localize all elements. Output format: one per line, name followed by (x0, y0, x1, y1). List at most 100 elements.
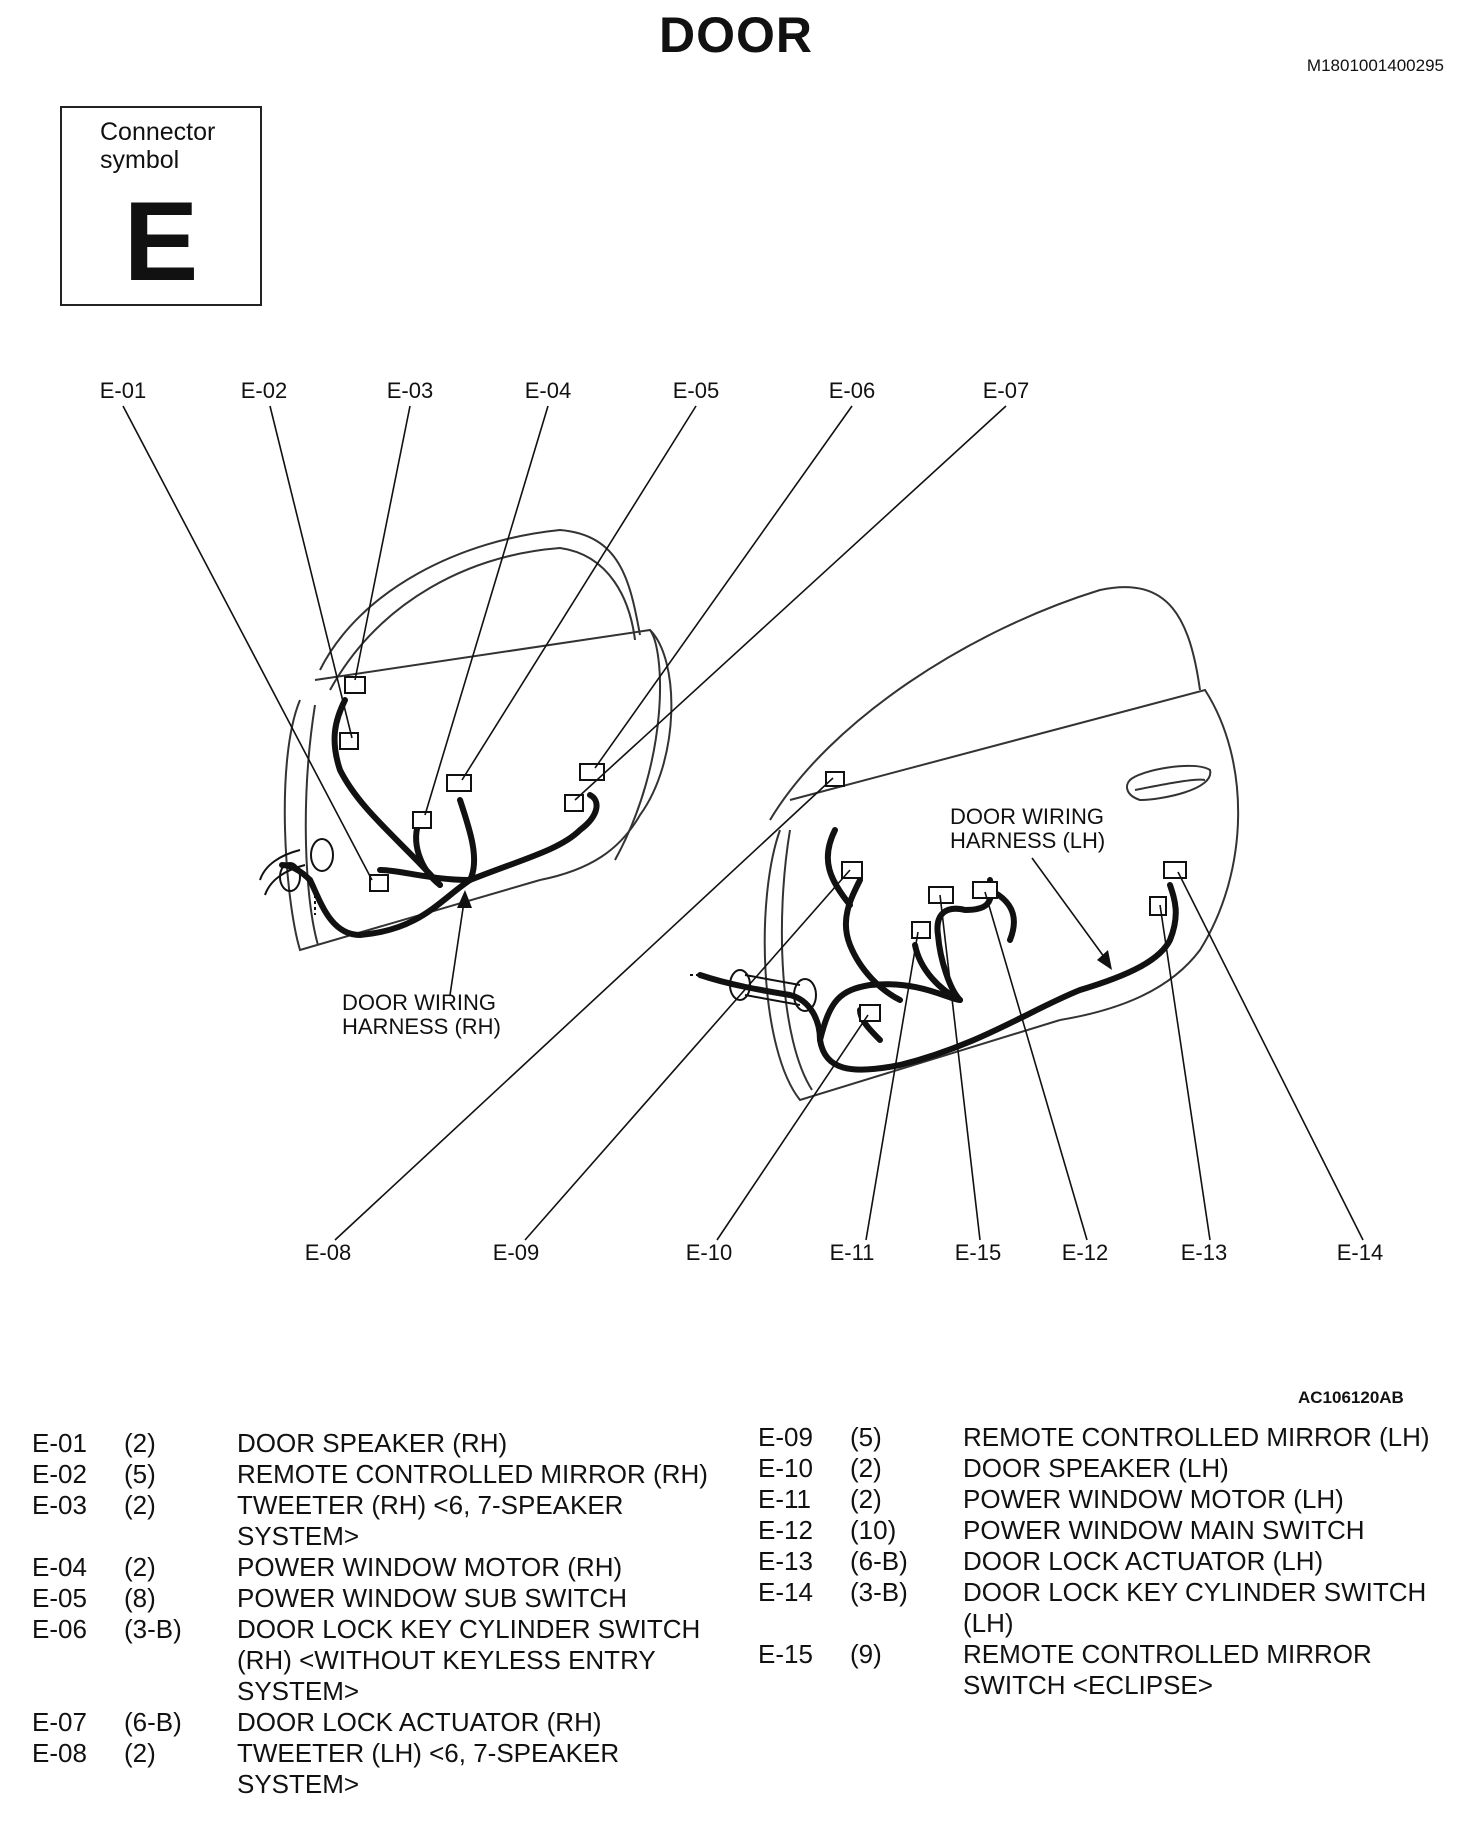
legend-row: E-05 (8) POWER WINDOW SUB SWITCH (32, 1583, 712, 1614)
label-e-12: E-12 (1062, 1240, 1108, 1265)
legend-connector-code: E-13 (758, 1546, 813, 1576)
rh-grommet (259, 838, 334, 915)
legend-pin-count: (3-B) (124, 1614, 182, 1644)
label-e-07: E-07 (983, 378, 1029, 403)
legend-row: E-13 (6-B) DOOR LOCK ACTUATOR (LH) (758, 1546, 1438, 1577)
legend-connector-code: E-15 (758, 1639, 813, 1669)
legend-pin-count: (10) (850, 1515, 897, 1545)
connector-legend-right: E-09(5)REMOTE CONTROLLED MIRROR (LH)E-10… (758, 1422, 1438, 1701)
legend-row: E-03 (2) TWEETER (RH) <6, 7-SPEAKER SYSTEM… (32, 1490, 712, 1552)
label-e-14: E-14 (1337, 1240, 1383, 1265)
legend-description: POWER WINDOW MOTOR (LH) (963, 1484, 1344, 1514)
legend-row: E-09 (5) REMOTE CONTROLLED MIRROR (LH) (758, 1422, 1438, 1453)
legend-row: E-01 (2) DOOR SPEAKER (RH) (32, 1428, 712, 1459)
legend-pin-count: (6-B) (124, 1707, 182, 1737)
legend-description: DOOR LOCK KEY CYLINDER SWITCH (RH) <WITH… (237, 1614, 701, 1706)
legend-description: POWER WINDOW MOTOR (RH) (237, 1552, 623, 1582)
legend-description: REMOTE CONTROLLED MIRROR (LH) (963, 1422, 1430, 1452)
legend-pin-count: (9) (850, 1639, 882, 1669)
legend-connector-code: E-03 (32, 1490, 87, 1520)
legend-row: E-04 (2) POWER WINDOW MOTOR (RH) (32, 1552, 712, 1583)
legend-row: E-14 (3-B) DOOR LOCK KEY CYLINDER SWITCH (… (758, 1577, 1438, 1639)
legend-connector-code: E-10 (758, 1453, 813, 1483)
legend-pin-count: (2) (124, 1738, 156, 1768)
legend-pin-count: (3-B) (850, 1577, 908, 1607)
legend-pin-count: (2) (850, 1453, 882, 1483)
legend-description: DOOR LOCK ACTUATOR (LH) (963, 1546, 1324, 1576)
legend-connector-code: E-01 (32, 1428, 87, 1458)
label-e-06: E-06 (829, 378, 875, 403)
legend-pin-count: (2) (124, 1490, 156, 1520)
legend-row: E-10 (2) DOOR SPEAKER (LH) (758, 1453, 1438, 1484)
lh-harness (697, 827, 1179, 1073)
figure-reference-id-bottom: AC106120AB (1298, 1388, 1404, 1407)
connector-symbol-box: Connector symbol E (60, 106, 262, 306)
legend-connector-code: E-09 (758, 1422, 813, 1452)
legend-description: TWEETER (LH) <6, 7-SPEAKER SYSTEM> (237, 1738, 620, 1799)
label-e-08: E-08 (305, 1240, 351, 1265)
legend-description: DOOR SPEAKER (RH) (237, 1428, 508, 1458)
label-e-04: E-04 (525, 378, 571, 403)
label-e-09: E-09 (493, 1240, 539, 1265)
rh-harness-label-line2: HARNESS (RH) (342, 1014, 501, 1039)
legend-description: TWEETER (RH) <6, 7-SPEAKER SYSTEM> (237, 1490, 624, 1551)
legend-connector-code: E-04 (32, 1552, 87, 1582)
rh-harness-label-line1: DOOR WIRING (342, 990, 496, 1015)
legend-connector-code: E-06 (32, 1614, 87, 1644)
legend-connector-code: E-08 (32, 1738, 87, 1768)
legend-row: E-15 (9) REMOTE CONTROLLED MIRROR SWITCH <… (758, 1639, 1438, 1701)
label-e-10: E-10 (686, 1240, 732, 1265)
lh-grommet (690, 969, 817, 1012)
legend-pin-count: (2) (850, 1484, 882, 1514)
figure-reference-id: M1801001400295 (1306, 56, 1444, 75)
legend-description: POWER WINDOW SUB SWITCH (237, 1583, 627, 1613)
page-title: DOOR (659, 7, 813, 63)
connector-symbol-letter: E (123, 179, 199, 304)
rh-harness (279, 697, 600, 939)
legend-connector-code: E-07 (32, 1707, 87, 1737)
legend-connector-code: E-12 (758, 1515, 813, 1545)
harness-arrows (457, 890, 1112, 970)
label-e-15: E-15 (955, 1240, 1001, 1265)
label-e-11: E-11 (830, 1240, 875, 1265)
legend-description: DOOR SPEAKER (LH) (963, 1453, 1229, 1483)
harness-labels: DOOR WIRING HARNESS (RH) DOOR WIRING HAR… (342, 804, 1105, 1039)
legend-pin-count: (2) (124, 1428, 156, 1458)
legend-description: REMOTE CONTROLLED MIRROR SWITCH <ECLIPSE… (963, 1639, 1372, 1700)
legend-description: DOOR LOCK ACTUATOR (RH) (237, 1707, 602, 1737)
rh-door-outline (283, 528, 673, 952)
legend-description: POWER WINDOW MAIN SWITCH (963, 1515, 1365, 1545)
label-e-05: E-05 (673, 378, 719, 403)
connector-legend-left: E-01 (2) DOOR SPEAKER (RH) E-02 (5) REMOTE CO… (32, 1428, 712, 1800)
legend-pin-count: (8) (124, 1583, 156, 1613)
legend-connector-code: E-14 (758, 1577, 813, 1607)
label-e-13: E-13 (1181, 1240, 1227, 1265)
lh-connectors (825, 771, 1187, 1022)
rh-connectors (339, 676, 605, 892)
lh-door-outline (763, 586, 1240, 1102)
legend-connector-code: E-02 (32, 1459, 87, 1489)
label-e-02: E-02 (241, 378, 287, 403)
lh-harness-label-line1: DOOR WIRING (950, 804, 1104, 829)
label-e-01: E-01 (100, 378, 146, 403)
legend-row: E-02 (5) REMOTE CONTROLLED MIRROR (RH) (32, 1459, 712, 1490)
connector-labels: E-01 E-02 E-03 E-04 E-05 E-06 E-07 E-08 … (100, 378, 1383, 1265)
legend-description: REMOTE CONTROLLED MIRROR (RH) (237, 1459, 708, 1489)
legend-pin-count: (5) (850, 1422, 882, 1452)
label-e-03: E-03 (387, 378, 433, 403)
legend-connector-code: E-11 (758, 1484, 811, 1514)
legend-row: E-11 (2) POWER WINDOW MOTOR (LH) (758, 1484, 1438, 1515)
legend-description: DOOR LOCK KEY CYLINDER SWITCH (LH) (963, 1577, 1427, 1638)
lh-harness-label-line2: HARNESS (LH) (950, 828, 1105, 853)
legend-pin-count: (2) (124, 1552, 156, 1582)
legend-connector-code: E-05 (32, 1583, 87, 1613)
leader-lines (122, 405, 1364, 1241)
legend-row: E-07 (6-B) DOOR LOCK ACTUATOR (RH) (32, 1707, 712, 1738)
legend-row: E-08 (2) TWEETER (LH) <6, 7-SPEAKER SYSTEM… (32, 1738, 712, 1800)
legend-row: E-06 (3-B) DOOR LOCK KEY CYLINDER SWITCH (… (32, 1614, 712, 1707)
connector-symbol-caption: Connector symbol (100, 118, 216, 174)
legend-row: E-12 (10) POWER WINDOW MAIN SWITCH (758, 1515, 1438, 1546)
legend-pin-count: (6-B) (850, 1546, 908, 1576)
legend-pin-count: (5) (124, 1459, 156, 1489)
